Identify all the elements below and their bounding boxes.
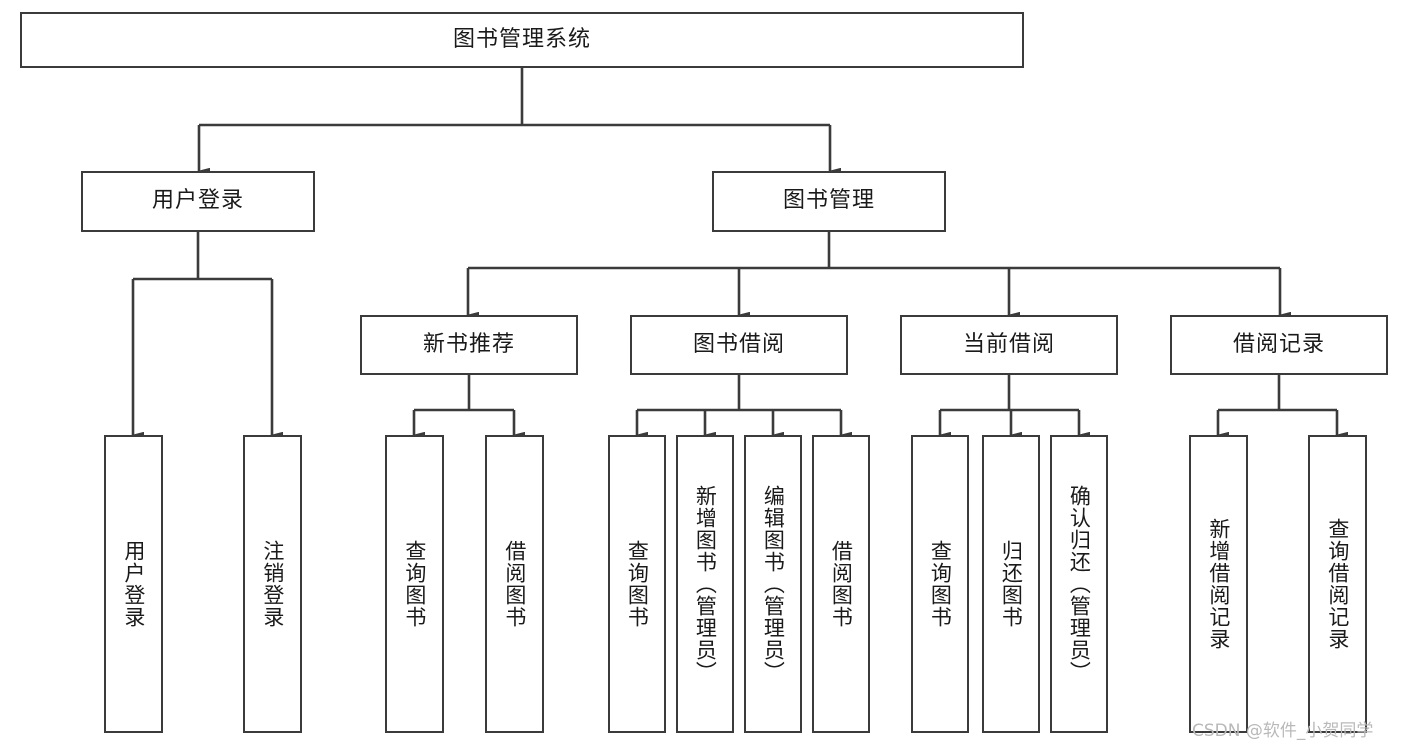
level3-node-2[interactable]: 当前借阅	[900, 315, 1118, 375]
leaf-node-6[interactable]: 编辑图书（管理员）	[744, 435, 802, 733]
leaf-node-0[interactable]: 用户登录	[104, 435, 163, 733]
node-label: 查询图书	[928, 540, 953, 628]
leaf-node-9[interactable]: 归还图书	[982, 435, 1040, 733]
node-label: 确认归还（管理员）	[1067, 485, 1092, 683]
node-label: 借阅图书	[829, 540, 854, 628]
node-label: 图书借阅	[692, 331, 785, 357]
leaf-node-2[interactable]: 查询图书	[385, 435, 444, 733]
leaf-node-3[interactable]: 借阅图书	[485, 435, 544, 733]
node-label: 查询借阅记录	[1325, 518, 1350, 650]
leaf-node-12[interactable]: 查询借阅记录	[1308, 435, 1367, 733]
node-label: 编辑图书（管理员）	[761, 485, 786, 683]
node-label: 归还图书	[999, 540, 1024, 628]
watermark-text: CSDN @软件_小贺同学	[1192, 721, 1374, 741]
node-label: 查询图书	[625, 540, 650, 628]
leaf-node-4[interactable]: 查询图书	[608, 435, 666, 733]
leaf-node-7[interactable]: 借阅图书	[812, 435, 870, 733]
node-label: 借阅图书	[502, 540, 527, 628]
level2-node-1[interactable]: 图书管理	[712, 171, 946, 232]
node-label: 图书管理	[782, 188, 875, 214]
node-label: 新书推荐	[422, 331, 515, 357]
leaf-node-8[interactable]: 查询图书	[911, 435, 969, 733]
leaf-node-10[interactable]: 确认归还（管理员）	[1050, 435, 1108, 733]
node-label: 用户登录	[151, 188, 244, 214]
leaf-node-11[interactable]: 新增借阅记录	[1189, 435, 1248, 733]
node-label: 借阅记录	[1232, 331, 1325, 357]
node-label: 注销登录	[260, 540, 285, 628]
level3-node-1[interactable]: 图书借阅	[630, 315, 848, 375]
root-node-0[interactable]: 图书管理系统	[20, 12, 1024, 68]
level2-node-0[interactable]: 用户登录	[81, 171, 315, 232]
level3-node-3[interactable]: 借阅记录	[1170, 315, 1388, 375]
node-label: 新增借阅记录	[1206, 518, 1231, 650]
level3-node-0[interactable]: 新书推荐	[360, 315, 578, 375]
node-label: 用户登录	[121, 540, 146, 628]
leaf-node-5[interactable]: 新增图书（管理员）	[676, 435, 734, 733]
node-label: 图书管理系统	[452, 26, 591, 52]
node-label: 查询图书	[402, 540, 427, 628]
leaf-node-1[interactable]: 注销登录	[243, 435, 302, 733]
node-label: 新增图书（管理员）	[693, 485, 718, 683]
node-label: 当前借阅	[962, 331, 1055, 357]
